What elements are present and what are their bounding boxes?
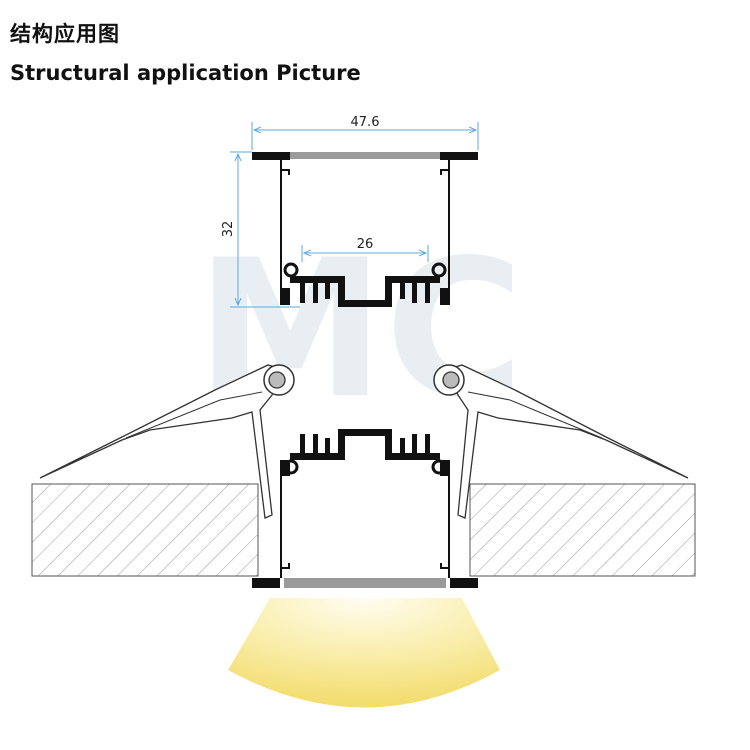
installed-profile (252, 429, 478, 588)
title-chinese: 结构应用图 (10, 22, 120, 46)
wall-right (469, 483, 696, 577)
light-beam (228, 598, 500, 708)
spring-clip-right (433, 364, 689, 519)
top-profile (252, 152, 478, 307)
spring-clip-left (39, 364, 295, 519)
dimension-width: 47.6 (251, 115, 479, 150)
dimension-height-label: 32 (221, 221, 236, 238)
wall-left (31, 483, 259, 577)
dimension-inner-width: 26 (301, 237, 429, 262)
title-english: Structural application Picture (10, 61, 361, 85)
dimension-inner-width-label: 26 (357, 237, 374, 252)
dimension-height: 32 (221, 151, 300, 308)
dimension-width-label: 47.6 (351, 115, 380, 130)
